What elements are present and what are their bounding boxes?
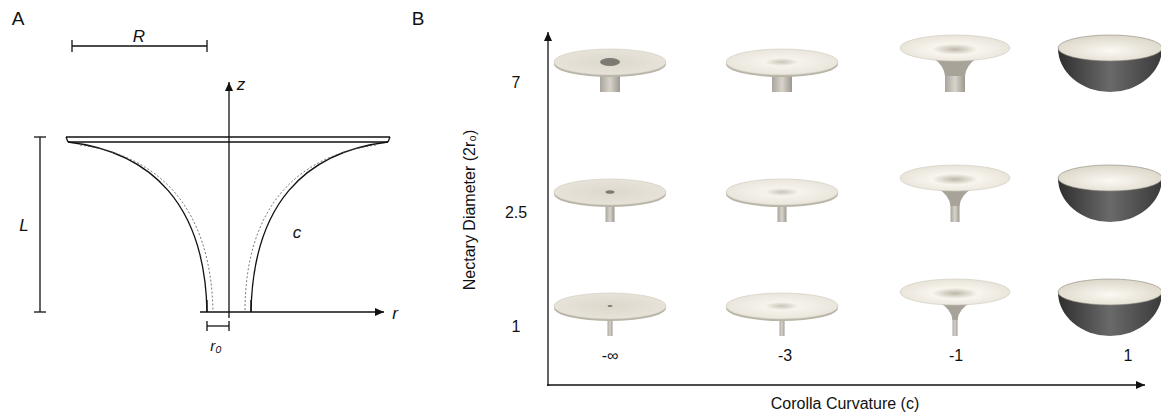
tick-label: 7 <box>512 75 521 91</box>
dimension-label: L <box>19 217 28 234</box>
corolla-shape <box>554 293 666 336</box>
panel-letter: B <box>412 9 425 28</box>
tick-label: 2.5 <box>505 205 527 221</box>
corolla-shape <box>554 179 666 222</box>
corolla-shape <box>1058 279 1161 336</box>
tick-label: 1 <box>1124 348 1133 364</box>
corolla-shape <box>1058 165 1161 222</box>
corolla-shape <box>726 293 838 336</box>
panel-letter: A <box>12 9 25 28</box>
curve-label: c <box>293 224 302 241</box>
dimension-label: r₀ <box>210 338 221 353</box>
tick-label: -∞ <box>602 348 619 364</box>
tick-label: 1 <box>512 319 521 335</box>
corolla-shape <box>554 49 666 92</box>
corolla-shape <box>900 279 1010 336</box>
axis-label: z <box>237 76 246 93</box>
tick-label: -1 <box>949 348 963 364</box>
dimension-label: R <box>133 28 145 45</box>
corolla-shape <box>900 35 1010 92</box>
axis-label: r <box>392 305 398 322</box>
corolla-shape <box>1058 35 1161 92</box>
corolla-shape <box>726 179 838 222</box>
tick-label: -3 <box>778 348 792 364</box>
corolla-shape <box>726 49 838 92</box>
axis-title: Nectary Diameter (2r₀) <box>462 130 478 290</box>
axis-title: Corolla Curvature (c) <box>771 396 919 412</box>
corolla-shape <box>900 165 1010 222</box>
